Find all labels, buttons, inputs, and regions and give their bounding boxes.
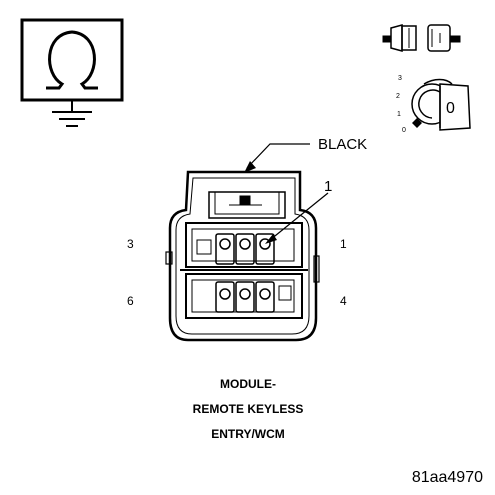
- connector-disconnect-icon: [382, 24, 461, 52]
- diagram-title-line-3: ENTRY/WCM: [211, 427, 285, 441]
- key-label: 0: [446, 100, 455, 117]
- cavity-label-4: 4: [340, 294, 347, 308]
- terminal-cavity: [259, 238, 271, 250]
- terminal-cavity: [219, 238, 231, 250]
- connector-body: [165, 170, 320, 342]
- diagram-title-line-2: REMOTE KEYLESS: [193, 402, 304, 416]
- terminal-cavity: [259, 288, 271, 300]
- figure-id: 81aa4970: [412, 469, 483, 486]
- cavity-label-6: 6: [127, 294, 134, 308]
- connector-color-label: BLACK: [318, 136, 367, 153]
- cavity-label-3: 3: [127, 237, 134, 251]
- terminal-cavity: [239, 288, 251, 300]
- ignition-position-3: 3: [398, 75, 402, 82]
- pin-callout-number: 1: [324, 178, 332, 195]
- key-position-marker: [412, 118, 422, 128]
- ignition-key-icon: 3 2 1 0 0: [396, 75, 471, 134]
- ignition-position-0: 0: [402, 127, 406, 134]
- terminal-cavity: [239, 238, 251, 250]
- color-callout: BLACK: [244, 136, 367, 173]
- ohmmeter-icon: [20, 18, 124, 127]
- cavity-label-1: 1: [340, 237, 347, 251]
- upper-terminals: [215, 233, 275, 265]
- diagram-title-line-1: MODULE-: [220, 377, 276, 391]
- ignition-position-2: 2: [396, 93, 400, 100]
- lower-terminals: [215, 281, 275, 313]
- pin-callout: 1: [265, 178, 332, 244]
- terminal-cavity: [219, 288, 231, 300]
- ignition-position-1: 1: [397, 111, 401, 118]
